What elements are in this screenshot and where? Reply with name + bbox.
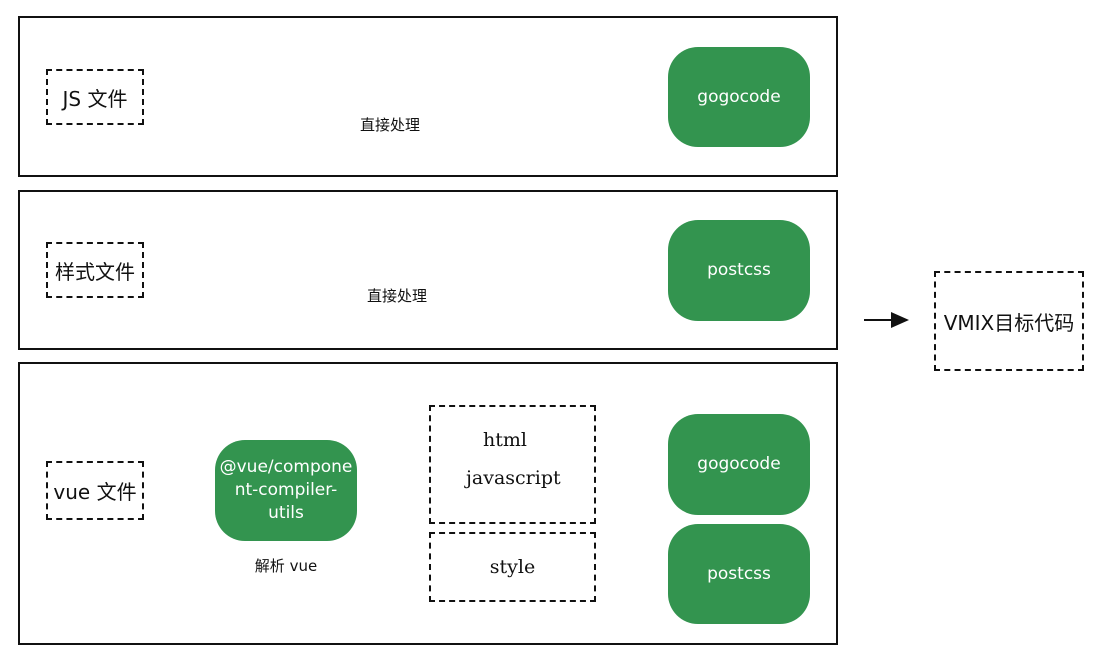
script-part-html: html (483, 429, 527, 451)
parser-line-1: @vue/compone (219, 457, 353, 478)
js-gogocode-node: gogocode (668, 47, 810, 147)
parser-line-3: utils (268, 502, 304, 523)
style-part-label: style (489, 556, 536, 578)
script-part-javascript: javascript (466, 467, 561, 489)
style-file-node: 样式文件 (46, 242, 144, 298)
style-postcss-node: postcss (668, 220, 810, 321)
parser-line-2: nt-compiler- (234, 480, 338, 501)
style-part-node: style (429, 532, 596, 602)
vue-gogocode-node: gogocode (668, 414, 810, 515)
js-file-node: JS 文件 (46, 69, 144, 125)
style-edge-label: 直接处理 (366, 287, 427, 305)
script-parts-node (429, 405, 596, 524)
target-output-node: VMIX目标代码 (934, 271, 1084, 371)
js-edge-label: 直接处理 (359, 116, 420, 134)
vue-postcss-node: postcss (668, 524, 810, 624)
parser-caption: 解析 vue (254, 557, 318, 575)
vue-file-node: vue 文件 (46, 461, 144, 520)
vue-parser-node: @vue/compone nt-compiler- utils (215, 440, 357, 541)
